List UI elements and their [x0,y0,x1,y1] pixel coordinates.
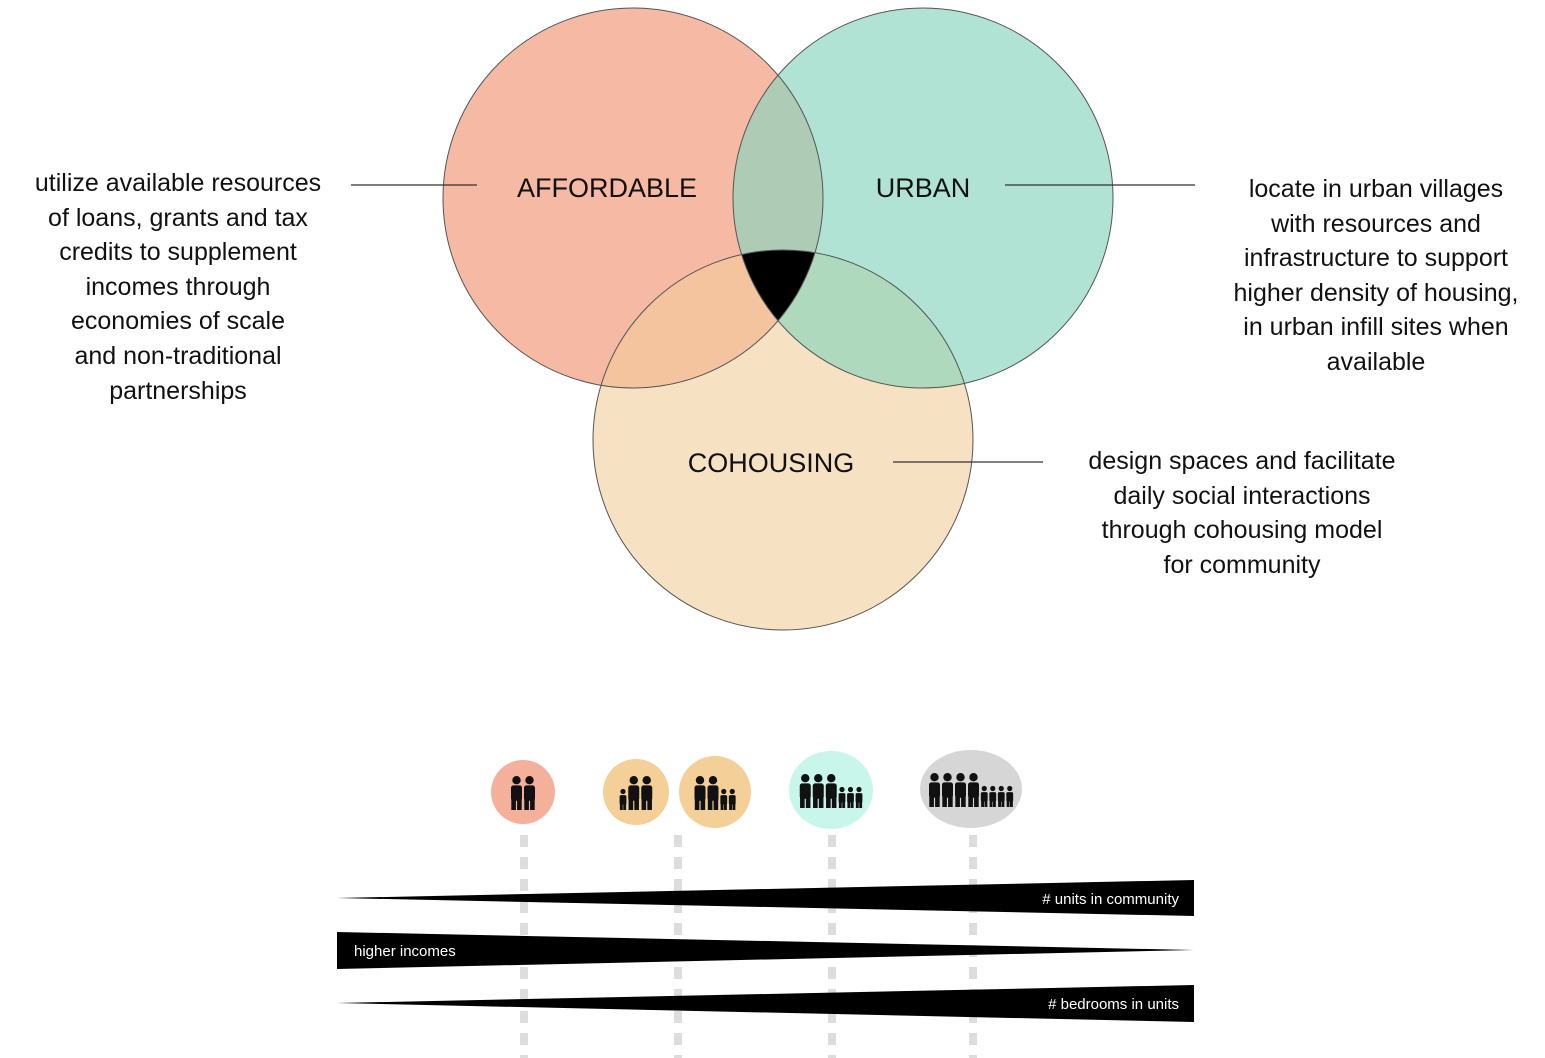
description-line: through cohousing model [1101,516,1383,545]
description-line: design spaces and facilitate [1088,447,1396,475]
higher-incomes-label: higher incomes [354,943,456,960]
two-adults-one-child-icon [619,776,653,810]
description-line: locate in urban villages [1248,175,1504,203]
description-line: incomes through [85,272,271,301]
description-line: and non-traditional [74,341,282,370]
cohousing-description: design spaces and facilitate daily social… [1052,444,1432,582]
description-line: available [1326,347,1426,376]
household-badge [920,750,1022,828]
description-line: infrastructure to support [1243,244,1508,273]
urban-circle-outline [732,7,1114,389]
affordable-label: AFFORDABLE [517,173,697,203]
two-adults-icon [511,776,535,810]
bedrooms-in-units-wedge [337,985,1194,1022]
bedrooms-in-units-label: # bedrooms in units [1048,996,1179,1013]
description-line: for community [1163,550,1321,579]
affordable-cohousing-overlap [593,250,823,388]
description-line: credits to supplement [59,238,297,267]
affordable-circle-outline [442,7,824,389]
household-badge [679,756,751,828]
description-line: partnerships [109,376,247,405]
description-line: of loans, grants and tax [48,203,308,232]
household-badge-bg [491,760,555,824]
household-badge [491,760,555,824]
urban-label: URBAN [876,173,971,203]
description-line: higher density of housing, [1233,278,1519,307]
affordable-description: utilize available resources of loans, gra… [8,166,348,408]
four-adults-four-children-icon [929,773,1014,807]
urban-cohousing-overlap [733,250,973,388]
three-adults-three-children-icon [799,774,863,808]
description-line: economies of scale [70,307,285,336]
urban-description: locate in urban villages with resources a… [1200,172,1545,380]
units-in-community-label: # units in community [1042,891,1179,908]
household-badge [789,751,873,829]
higher-incomes-wedge [337,932,1194,969]
household-badge [603,759,669,825]
cohousing-circle-outline [592,249,974,631]
description-line: utilize available resources [34,169,322,197]
description-line: with resources and [1271,209,1481,238]
description-line: in urban infill sites when [1243,313,1509,342]
cohousing-label: COHOUSING [688,448,855,478]
units-in-community-wedge [337,880,1194,916]
description-line: daily social interactions [1113,481,1371,510]
two-adults-two-children-icon [694,776,736,810]
